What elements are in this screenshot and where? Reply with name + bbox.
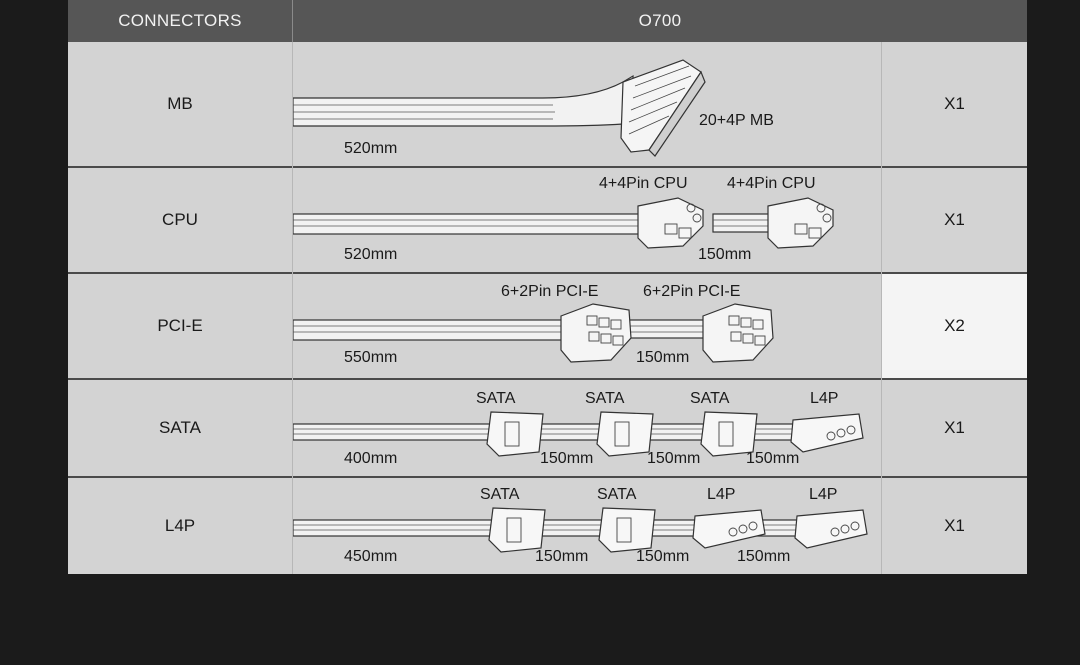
row-name: CPU	[162, 210, 198, 229]
row-qty: X1	[944, 94, 965, 113]
sata-connector-label-1: SATA	[476, 390, 516, 407]
row-name: PCI-E	[157, 316, 203, 335]
l4p-connector-label-1: SATA	[480, 486, 520, 503]
row-qty: X1	[944, 516, 965, 535]
l4p-cable-icon	[292, 507, 868, 553]
mb-connector-label: 20+4P MB	[699, 112, 774, 129]
pcie-cable-icon	[292, 303, 774, 363]
column-divider	[881, 42, 882, 574]
row-l4p: L4P	[68, 478, 1027, 574]
sata-length-label-1: 400mm	[344, 450, 398, 467]
mb-cable-diagram: 20+4P MB 520mm	[292, 42, 881, 166]
sata-connector-label-2: SATA	[585, 390, 625, 407]
sata-length-label-2: 150mm	[540, 450, 594, 467]
sata-length-label-3: 150mm	[647, 450, 701, 467]
cpu-cable-diagram: 4+4Pin CPU 4+4Pin CPU 520mm 150mm	[292, 168, 881, 272]
cpu-length-label-1: 520mm	[344, 246, 398, 263]
l4p-length-label-2: 150mm	[535, 548, 589, 565]
l4p-connector-label-3: L4P	[707, 486, 736, 503]
pcie-connector-label-2: 6+2Pin PCI-E	[643, 283, 741, 300]
row-divider	[68, 272, 1027, 274]
sata-length-label-4: 150mm	[746, 450, 800, 467]
connector-table: CONNECTORS O700 MB	[68, 0, 1027, 574]
header-connectors: CONNECTORS	[68, 0, 293, 42]
row-name: L4P	[164, 516, 196, 535]
row-pcie: PCI-E	[68, 274, 1027, 378]
cpu-connector-label-1: 4+4Pin CPU	[599, 175, 688, 192]
l4p-length-label-3: 150mm	[636, 548, 690, 565]
row-mb: MB 20+4P MB	[68, 42, 1027, 166]
row-divider	[68, 378, 1027, 380]
l4p-length-label-4: 150mm	[737, 548, 791, 565]
l4p-connector-label-2: SATA	[597, 486, 637, 503]
row-cpu: CPU	[68, 168, 1027, 272]
cpu-length-label-2: 150mm	[698, 246, 752, 263]
l4p-length-label-1: 450mm	[344, 548, 398, 565]
sata-connector-label-3: SATA	[690, 390, 730, 407]
l4p-cable-diagram: SATA SATA L4P L4P 450mm 150mm 150mm 150m…	[292, 478, 881, 574]
column-divider	[292, 42, 293, 574]
pcie-length-label-2: 150mm	[636, 349, 690, 366]
cpu-connector-label-2: 4+4Pin CPU	[727, 175, 816, 192]
row-name: SATA	[159, 418, 201, 437]
row-sata: SATA	[68, 380, 1027, 476]
cpu-cable-icon	[292, 197, 834, 249]
header-model: O700	[293, 0, 1027, 42]
row-qty: X1	[944, 418, 965, 437]
row-qty: X2	[882, 274, 1027, 378]
pcie-length-label-1: 550mm	[344, 349, 398, 366]
sata-cable-icon	[292, 411, 864, 457]
sata-connector-label-4: L4P	[810, 390, 839, 407]
sata-cable-diagram: SATA SATA SATA L4P 400mm 150mm 150mm 150…	[292, 380, 881, 476]
row-qty: X1	[944, 210, 965, 229]
mb-cable-icon	[292, 59, 706, 157]
row-name: MB	[167, 94, 193, 113]
row-divider	[68, 476, 1027, 478]
pcie-connector-label-1: 6+2Pin PCI-E	[501, 283, 599, 300]
mb-length-label: 520mm	[344, 140, 398, 157]
pcie-cable-diagram: 6+2Pin PCI-E 6+2Pin PCI-E 550mm 150mm	[292, 274, 881, 378]
row-divider	[68, 166, 1027, 168]
l4p-connector-label-4: L4P	[809, 486, 838, 503]
